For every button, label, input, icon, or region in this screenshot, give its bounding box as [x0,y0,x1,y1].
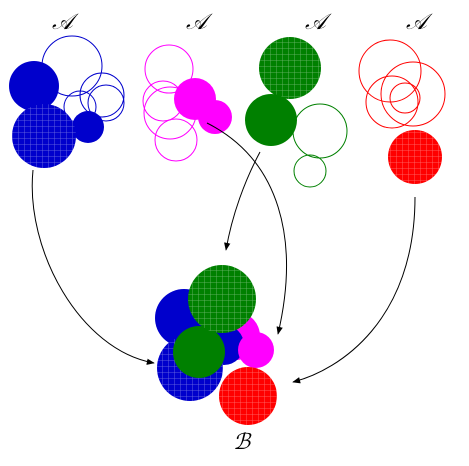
arrow-red-to-b [292,196,416,384]
blue-filled-circle [72,111,104,143]
magenta-family [142,44,232,162]
magenta-filled-circle [238,332,274,368]
red-outline-circle [358,39,422,103]
magenta-filled-circle [198,100,232,134]
magenta-outline-circle [154,118,198,162]
label-a-blue: 𝒜 [52,10,79,35]
blue-grid-overlay [12,104,76,168]
blue-family [9,35,125,168]
red-outline-circle [365,75,419,129]
blue-outline-circle [79,72,125,118]
green-grid-overlay [259,37,321,99]
blue-outline-circle [87,84,125,122]
green-outline-circle [292,103,348,159]
green-outline-circle [293,154,327,188]
label-a-magenta: 𝒜 [186,10,213,35]
green-filled-circle [245,94,297,146]
label-a-green: 𝒜 [305,10,332,35]
blue-filled-circle [9,61,59,111]
green-grid-overlay [188,265,256,333]
red-grid-overlay [388,130,442,184]
red-outline-circle [389,82,421,114]
green-family [245,37,348,188]
arrows [31,122,416,384]
red-family [358,39,446,184]
magenta-outline-circle [144,44,194,94]
red-outline-circle [380,61,446,127]
green-filled-circle [173,326,225,378]
arrow-blue-to-b [31,169,155,365]
arrow-green-to-b [224,151,261,251]
arrow-magenta-to-b [206,122,287,335]
red-grid-overlay [219,367,277,425]
combined-family [155,265,277,425]
label-a-red: 𝒜 [406,10,433,35]
label-b: ℬ [233,430,252,455]
